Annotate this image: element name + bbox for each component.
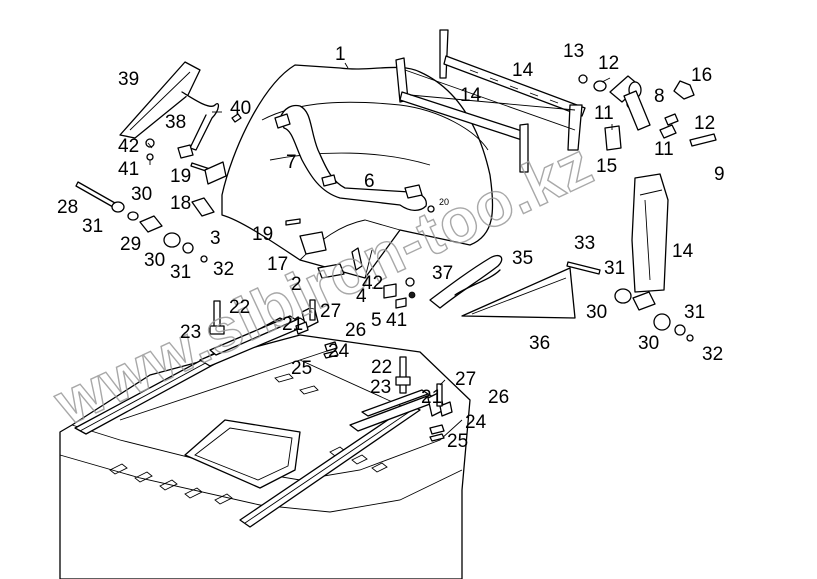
callout-31: 31	[170, 262, 191, 283]
lower-right-hardware	[566, 261, 694, 342]
callout-6: 6	[364, 171, 375, 192]
callout-24: 24	[465, 412, 487, 433]
right-hardware-stack	[578, 74, 717, 151]
wedge-panel-part-36	[461, 267, 576, 319]
callout-40: 40	[230, 98, 251, 119]
callout-37: 37	[432, 263, 453, 284]
callout-16: 16	[691, 65, 712, 86]
callout-21: 21	[282, 314, 303, 335]
callout-29: 29	[120, 234, 141, 255]
callout-41: 41	[118, 159, 139, 180]
callout-26: 26	[488, 387, 509, 408]
callout-20: 20	[439, 197, 449, 207]
callout-27: 27	[320, 301, 341, 322]
callout-27: 27	[455, 369, 476, 390]
callout-18: 18	[170, 193, 191, 214]
callout-9: 9	[714, 164, 725, 185]
callout-32: 32	[702, 344, 723, 365]
callout-38: 38	[165, 112, 186, 133]
callout-31: 31	[604, 258, 625, 279]
callout-21: 21	[421, 387, 442, 408]
frame-bars-part-14	[395, 29, 586, 173]
callout-3: 3	[210, 228, 221, 249]
callout-8: 8	[654, 86, 665, 107]
callout-14: 14	[672, 241, 694, 262]
callout-11: 11	[594, 103, 614, 124]
callout-4: 4	[356, 286, 367, 307]
callout-36: 36	[529, 333, 550, 354]
callout-23: 23	[370, 377, 391, 398]
callout-31: 31	[82, 216, 103, 237]
callout-2: 2	[291, 274, 302, 295]
callout-22: 22	[371, 357, 392, 378]
center-bracket-part-2	[317, 247, 363, 279]
callout-13: 13	[563, 41, 584, 62]
callout-7: 7	[286, 152, 297, 173]
mount-rail-right	[349, 356, 453, 442]
callout-17: 17	[267, 254, 288, 275]
callout-23: 23	[180, 322, 201, 343]
side-panel-right-part-14	[631, 173, 669, 293]
callout-35: 35	[512, 248, 533, 269]
callout-30: 30	[144, 250, 165, 271]
callout-28: 28	[57, 197, 78, 218]
callout-25: 25	[291, 358, 312, 379]
callout-41: 41	[386, 310, 407, 331]
callout-31: 31	[684, 302, 705, 323]
callout-12: 12	[694, 113, 715, 134]
callout-42: 42	[362, 273, 383, 294]
callout-30: 30	[638, 333, 659, 354]
callout-30: 30	[131, 184, 152, 205]
callout-25: 25	[447, 431, 468, 452]
side-panel-left-part-39	[119, 61, 242, 173]
deflector-bracket-part-6-7	[274, 104, 435, 213]
callout-15: 15	[596, 156, 617, 177]
callout-14: 14	[512, 60, 534, 81]
callout-22: 22	[229, 297, 250, 318]
callout-5: 5	[371, 310, 382, 331]
callout-19: 19	[252, 224, 273, 245]
callout-12: 12	[598, 53, 619, 74]
callout-19: 19	[170, 166, 191, 187]
callout-33: 33	[574, 233, 595, 254]
mirror-arm-part-35	[383, 254, 503, 309]
callout-39: 39	[118, 69, 139, 90]
leader-lines	[147, 62, 613, 386]
callout-32: 32	[213, 259, 234, 280]
callout-42: 42	[118, 136, 139, 157]
mount-rail-left	[199, 299, 339, 367]
callout-numbers: 1 39 40 38 42 41 19 7 6 20 13 12 14 14 1…	[57, 41, 725, 452]
callout-26: 26	[345, 320, 366, 341]
callout-30: 30	[586, 302, 607, 323]
callout-1: 1	[335, 44, 346, 65]
callout-14: 14	[460, 85, 482, 106]
callout-24: 24	[328, 341, 350, 362]
left-hardware-stack	[75, 161, 327, 263]
callout-11: 11	[654, 139, 674, 160]
